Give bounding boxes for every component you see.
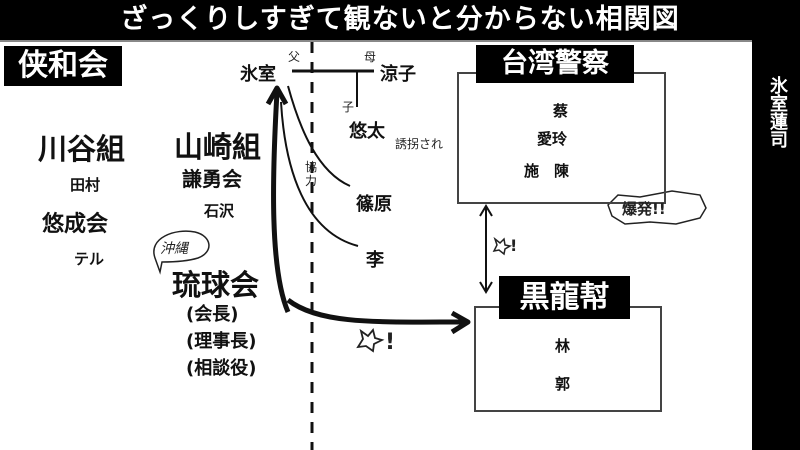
between-mark: ! [510,236,518,255]
side-character-name: 氷室蓮司 [767,76,788,148]
kidnapped-label: 誘拐され [395,137,444,151]
member-cai: 蔡 [553,102,569,120]
child-label: 子 [342,100,355,114]
character-ryoko: 涼子 [380,64,416,85]
star-icon [492,236,513,256]
group-kawatani: 川谷組 [38,132,126,166]
member-advisor: (相談役) [186,358,257,379]
clash-mark: ! [385,330,396,355]
big-arrow-right [286,298,467,325]
curve-to-lee [280,101,359,247]
big-arrow-right-head [450,310,471,335]
group-yuseikai: 悠成会 [42,211,109,237]
member-ishizawa: 石沢 [204,202,235,220]
member-chairman: (会長) [186,304,239,325]
member-tamura: 田村 [70,176,101,194]
black-dragon-box [474,306,662,412]
big-arrow-up [271,91,291,313]
big-arrow-up-head [265,85,289,106]
character-shinohara: 篠原 [356,194,392,215]
character-lee: 李 [366,250,384,271]
father-label: 父 [288,50,301,64]
member-lin: 林 [555,337,571,355]
org-label-black-dragon: 黒龍幇 [499,276,630,319]
member-director: (理事長) [186,331,257,352]
member-teru: テル [74,250,105,268]
member-ailing: 愛玲 [537,130,568,148]
top-divider [0,40,752,42]
member-guo: 郭 [555,375,571,393]
cooperate-label: 協力 [305,160,318,188]
diagram-title: ざっくりしすぎて観ないと分からない相関図 [0,0,800,40]
member-shi-chen: 施 陳 [524,162,570,180]
group-ryukyukai: 琉球会 [172,268,260,302]
group-kenyukai: 謙勇会 [182,167,242,191]
group-yamazaki: 山崎組 [174,130,262,164]
character-yuta: 悠太 [349,121,385,142]
star-icon [356,328,385,353]
side-bar: 氷室蓮司 [752,40,800,450]
burst-label: 爆発!! [622,200,666,218]
okinawa-label: 沖縄 [160,241,188,257]
org-label-kyowakai: 侠和会 [4,46,122,86]
org-label-taiwan-police: 台湾警察 [476,45,634,83]
character-himuro: 氷室 [240,64,276,85]
mother-label: 母 [364,50,377,64]
curve-to-shinohara [287,85,351,187]
